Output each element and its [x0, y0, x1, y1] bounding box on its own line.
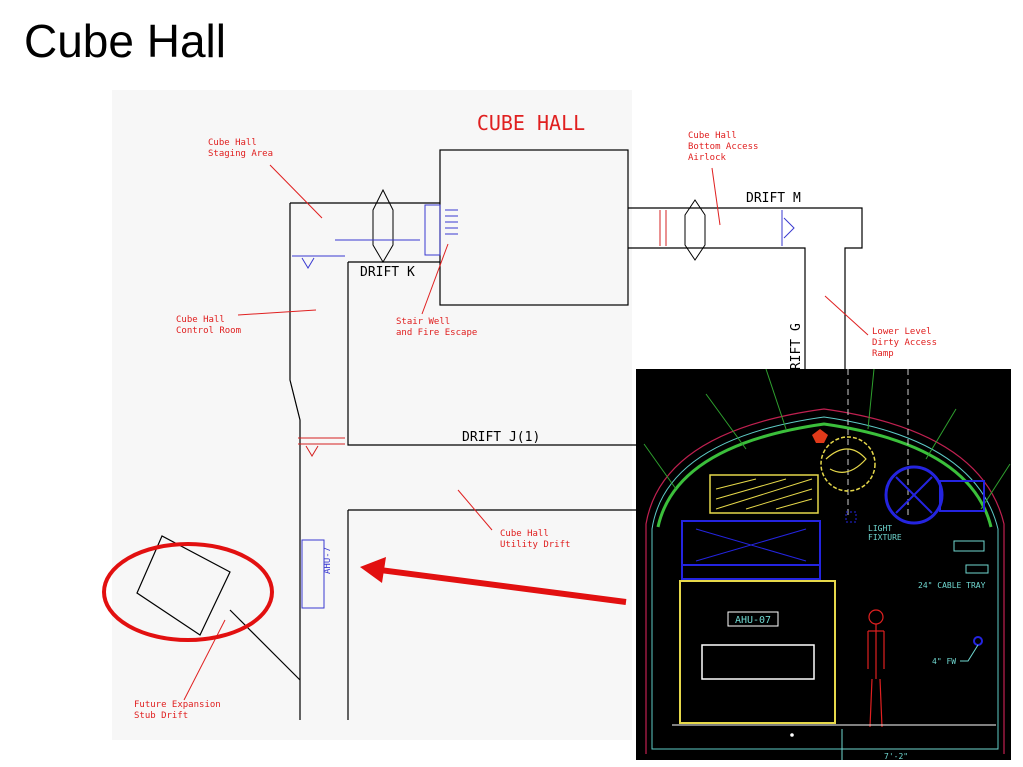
- utility-label-2: Utility Drift: [500, 540, 570, 550]
- callout-arrow-head: [360, 557, 386, 583]
- leader-lines: [183, 164, 869, 701]
- ahu-panel: [701, 644, 815, 680]
- drift-m-label: DRIFT M: [746, 191, 801, 206]
- ahu-cross-section-inset: AHU-07 LIGHT FIXTURE 24" CABLE TRAY 4" F…: [636, 369, 1011, 760]
- worker-figure: [867, 609, 885, 728]
- airlock-label-2: Bottom Access: [688, 142, 758, 152]
- control-label-1: Cube Hall: [176, 315, 225, 325]
- ahu-tag-box: [727, 611, 779, 627]
- red-marker: [812, 429, 828, 443]
- walls: [136, 149, 863, 720]
- future-expansion-highlight: [102, 542, 274, 642]
- dimension-label: 7'-2": [884, 752, 908, 760]
- airlock-symbols: [372, 188, 706, 263]
- future-label-1: Future Expansion: [134, 700, 221, 710]
- future-label-2: Stub Drift: [134, 711, 188, 721]
- ramp-label-2: Dirty Access: [872, 338, 937, 348]
- ahu-7-label: AHU-7: [323, 547, 333, 574]
- airlock-label-3: Airlock: [688, 153, 727, 163]
- fan-circle: [820, 436, 876, 492]
- drift-g-label: DRIFT G: [789, 323, 804, 378]
- stair-label-1: Stair Well: [396, 317, 450, 327]
- callout-arrow-shaft: [379, 567, 627, 605]
- utility-label-1: Cube Hall: [500, 529, 549, 539]
- annotations: Cube Hall Staging Area Cube Hall Bottom …: [134, 131, 937, 721]
- drift-k-label: DRIFT K: [360, 265, 415, 280]
- fire-doors: [298, 210, 667, 457]
- staging-label-2: Staging Area: [208, 149, 273, 159]
- ahu-7-box: [301, 539, 325, 609]
- ahu-unit: [679, 580, 836, 724]
- ramp-label-1: Lower Level: [872, 327, 932, 337]
- control-label-2: Control Room: [176, 326, 241, 336]
- slide-title: Cube Hall: [24, 15, 226, 67]
- future-stub-drift: [136, 535, 231, 636]
- fw-label: 4" FW: [932, 657, 956, 666]
- exhaust-fan: [884, 465, 944, 525]
- ramp-label-3: Ramp: [872, 349, 894, 359]
- tunnel-outline: [651, 416, 999, 750]
- cable-tray-label: 24" CABLE TRAY: [918, 581, 986, 590]
- airlock-label-1: Cube Hall: [688, 131, 737, 141]
- plan-heading: CUBE HALL: [477, 111, 585, 135]
- coil-unit: [681, 520, 821, 580]
- drift-j1-label: DRIFT J(1): [462, 430, 540, 445]
- light-fixture-label-2: FIXTURE: [868, 533, 902, 542]
- supply-duct: [709, 474, 819, 514]
- light-fixture-label-1: LIGHT: [868, 524, 892, 533]
- ahu-tag: AHU-07: [735, 615, 771, 626]
- drawing-sheet: [112, 90, 632, 740]
- stair-label-2: and Fire Escape: [396, 328, 477, 338]
- doors: [292, 204, 795, 609]
- staging-label-1: Cube Hall: [208, 138, 257, 148]
